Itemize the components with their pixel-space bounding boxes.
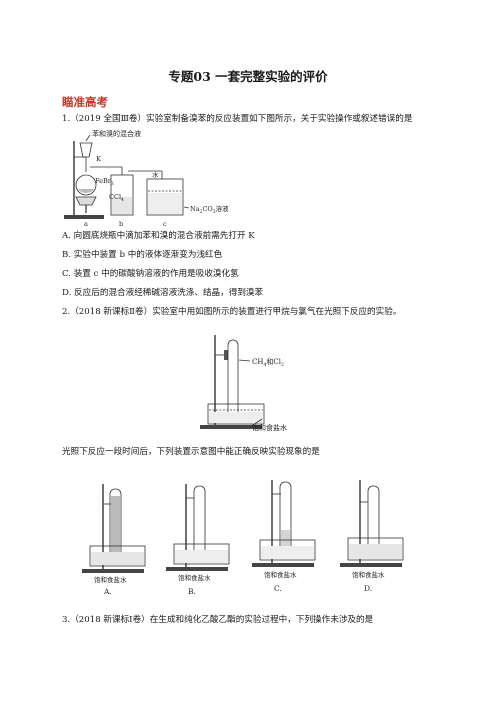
q1-option-a: A. 向圆底烧瓶中滴加苯和溴的混合液前需先打开 K: [62, 231, 255, 241]
choice-a-apparatus: 饱和食盐水 A.: [82, 484, 146, 596]
choice-d-letter: D.: [364, 584, 372, 593]
answer-choices-figure: 饱和食盐水 A. 饱和食盐水 B. 饱和食盐水 C. 饱和食盐水 D.: [82, 480, 404, 596]
svg-text:Na2CO3溶液: Na2CO3溶液: [190, 204, 229, 215]
fig1-bottle-b: [110, 174, 134, 216]
question-2-stem: 2.（2018 新课标Ⅱ卷）实验室中用如图所示的装置进行甲烷与氯气在光照下反应的…: [62, 307, 402, 317]
svg-text:FeBr3: FeBr3: [95, 177, 114, 187]
question-2-followup: 光照下反应一段时间后，下列装置示意图中能正确反映实验现象的是: [62, 447, 320, 457]
fig2-trough: [207, 403, 265, 425]
fig2-test-tube: [227, 339, 239, 419]
fig1-label-a: a: [84, 220, 88, 227]
fig1-stand-base: [64, 215, 104, 219]
methane-chlorine-apparatus-figure: CH4和Cl2 饱和食盐水: [200, 335, 287, 432]
choice-c-letter: C.: [274, 584, 282, 593]
fig2-water-label: 饱和食盐水: [252, 423, 287, 432]
fig1-round-flask: [75, 174, 97, 196]
fig1-dropping-funnel: [79, 142, 93, 158]
question-3-stem: 3.（2018 新课标Ⅰ卷）在生成和纯化乙酸乙酯的实验过程中，下列操作未涉及的是: [62, 615, 374, 625]
q1-option-c: C. 装置 c 中的碳酸钠溶液的作用是吸收溴化氢: [62, 269, 239, 279]
svg-text:饱和食盐水: 饱和食盐水: [352, 570, 385, 579]
question-1-stem: 1.（2019 全国Ⅲ卷）实验室制备溴苯的反应装置如下图所示，关于实验操作或叙述…: [62, 114, 413, 124]
fig1-top-label: 苯和溴的混合液: [92, 129, 141, 138]
fig1-k-label: K: [96, 155, 101, 163]
choice-d-apparatus: 饱和食盐水 D.: [340, 480, 404, 593]
bromobenzene-apparatus-figure: 苯和溴的混合液 K FeBr3 CCl4 水 Na2CO3溶液 a b c: [64, 129, 229, 227]
fig2-gas-label: CH4和Cl2: [252, 357, 284, 368]
section-heading: 瞄准高考: [62, 95, 108, 109]
page-title: 专题03 一套完整实验的评价: [168, 69, 328, 84]
fig1-label-b: b: [119, 220, 123, 227]
choice-b-letter: B.: [188, 587, 196, 596]
choice-a-letter: A.: [103, 587, 112, 596]
q1-option-b: B. 实验中装置 b 中的液体逐渐变为浅红色: [62, 250, 223, 260]
choice-c-apparatus: 饱和食盐水 C.: [252, 480, 316, 593]
svg-text:水: 水: [152, 170, 159, 179]
fig1-beaker-c: [146, 178, 184, 216]
svg-text:饱和食盐水: 饱和食盐水: [264, 570, 297, 579]
fig1-connector-tube: [128, 170, 163, 179]
fig2-stand-base: [200, 425, 262, 429]
fig1-delivery-tube: [90, 166, 123, 175]
choice-b-apparatus: 饱和食盐水 B.: [166, 484, 230, 596]
svg-text:饱和食盐水: 饱和食盐水: [178, 573, 211, 582]
fig1-label-c: c: [163, 220, 167, 227]
fig1-leader-line: [85, 134, 91, 142]
svg-text:饱和食盐水: 饱和食盐水: [94, 575, 127, 584]
q1-option-d: D. 反应后的混合液经稀碱溶液洗涤、结晶，得到溴苯: [62, 288, 264, 298]
svg-text:CCl4: CCl4: [109, 193, 124, 203]
